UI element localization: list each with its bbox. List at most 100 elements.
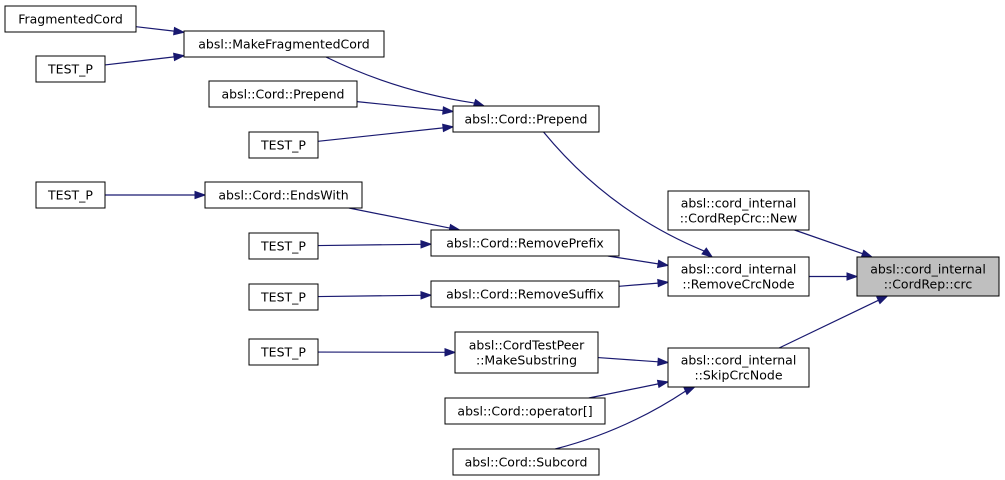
edge-line [135,26,175,32]
edge-arrowhead [420,290,433,300]
edge-line [356,101,444,112]
node-box [248,131,319,159]
edge-arrowhead [657,357,670,367]
edge-test_p_1-to-make_fragmented_cord [104,52,186,66]
edge-arrowhead [683,386,696,396]
node-label-line: ::CordRep::crc [884,277,973,292]
node-make-fragmented-cord[interactable]: absl::MakeFragmentedCord [183,30,385,58]
edge-arrowhead [656,379,670,389]
node-box [452,105,600,133]
node-test-p-4[interactable]: TEST_P [248,232,319,260]
node-box [452,448,600,476]
node-root: absl::cord_internal::CordRep::crc [856,256,1000,297]
node-label-line: TEST_P [47,188,93,203]
node-box [4,5,137,33]
edge-test_p_5-to-cord_remove_suffix [317,290,433,300]
node-test-p-3[interactable]: TEST_P [35,181,106,209]
edge-arrowhead [472,98,486,108]
node-cord-operator-index[interactable]: absl::Cord::operator[] [444,397,606,425]
node-label-line: ::CordRepCrc::New [680,211,798,226]
node-label-line: absl::Cord::RemovePrefix [446,236,604,251]
node-label-line: absl::cord_internal [681,196,797,211]
node-box [248,283,319,311]
node-cord-prepend-left[interactable]: absl::Cord::Prepend [208,80,358,108]
edge-line [317,127,444,142]
node-label-line: absl::Cord::RemoveSuffix [446,287,604,302]
edge-arrowhead [194,190,207,200]
node-label-line: TEST_P [260,138,306,153]
node-box [208,80,358,108]
edge-line [778,299,879,349]
edge-arrowhead [656,259,670,269]
node-label-line: absl::Cord::EndsWith [218,188,348,203]
node-cord-rep-crc-new[interactable]: absl::cord_internal::CordRepCrc::New [667,190,810,231]
edge-test_p_2-to-cord_prepend_main [317,123,455,142]
edge-line [104,56,175,66]
node-box [248,338,319,366]
node-box [430,280,620,308]
node-cord-test-peer-make-substring[interactable]: absl::CordTestPeer::MakeSubstring [454,331,599,374]
edge-arrowhead [442,123,455,133]
node-label-line: TEST_P [47,62,93,77]
node-box [35,181,106,209]
edge-fragmented_cord-to-make_fragmented_cord [135,26,186,36]
edge-arrowhead [444,348,457,357]
edge-line [597,356,659,363]
node-label-line: absl::MakeFragmentedCord [198,37,370,52]
node-cord-remove-prefix[interactable]: absl::Cord::RemovePrefix [430,229,620,257]
edge-cord_rep_crc_new-to-root [794,229,874,258]
edge-cord_remove_suffix-to-remove_crc_node [618,278,670,288]
edge-line [607,255,659,265]
node-label-line: ::MakeSubstring [476,353,577,368]
node-fragmented-cord[interactable]: FragmentedCord [4,5,137,33]
node-label-line: absl::cord_internal [681,353,797,368]
edge-line [588,383,659,399]
node-test-p-1[interactable]: TEST_P [35,55,106,83]
nodes-layer: absl::cord_internal::CordRep::crcabsl::c… [4,5,1000,476]
node-skip-crc-node[interactable]: absl::cord_internal::SkipCrcNode [667,347,810,388]
edge-arrowhead [657,278,670,288]
edge-cord_operator_index-to-skip_crc_node [588,379,670,399]
edge-line [325,56,475,104]
edge-cord_test_peer_make_substring-to-skip_crc_node [597,356,670,367]
node-cord-ends-with[interactable]: absl::Cord::EndsWith [204,181,363,209]
node-label-line: absl::cord_internal [870,262,986,277]
edge-line [618,282,659,287]
node-box [35,55,106,83]
node-label-line: TEST_P [260,239,306,254]
edge-arrowhead [173,26,186,36]
edge-arrowhead [173,52,186,62]
edge-line [348,207,450,229]
node-label-line: absl::Cord::Prepend [221,87,344,102]
edge-test_p_6-to-cord_test_peer_make_substring [317,348,457,357]
edge-line [794,229,863,255]
node-box [454,331,599,374]
node-box [204,181,363,209]
edge-line [543,131,705,252]
node-box [183,30,385,58]
node-box [667,190,810,231]
node-box [248,232,319,260]
edge-cord_ends_with-to-cord_remove_prefix [348,207,462,233]
node-label-line: ::RemoveCrcNode [682,277,795,292]
node-label-line: FragmentedCord [18,12,123,27]
node-cord-subcord[interactable]: absl::Cord::Subcord [452,448,600,476]
node-box [444,397,606,425]
node-test-p-6[interactable]: TEST_P [248,338,319,366]
node-test-p-2[interactable]: TEST_P [248,131,319,159]
node-remove-crc-node[interactable]: absl::cord_internal::RemoveCrcNode [667,256,810,297]
edge-arrowhead [860,249,874,258]
edge-arrowhead [420,239,433,249]
node-cord-prepend-main[interactable]: absl::Cord::Prepend [452,105,600,133]
edge-cord_remove_prefix-to-remove_crc_node [607,255,670,269]
node-label-line: absl::Cord::operator[] [457,404,592,419]
edges-layer [104,26,889,450]
node-test-p-5[interactable]: TEST_P [248,283,319,311]
node-cord-remove-suffix[interactable]: absl::Cord::RemoveSuffix [430,280,620,308]
edge-cord_prepend_left-to-cord_prepend_main [356,101,455,115]
node-label-line: TEST_P [260,345,306,360]
edge-cord_prepend_main-to-remove_crc_node [543,131,714,258]
node-box [430,229,620,257]
edge-skip_crc_node-to-root [778,295,889,349]
